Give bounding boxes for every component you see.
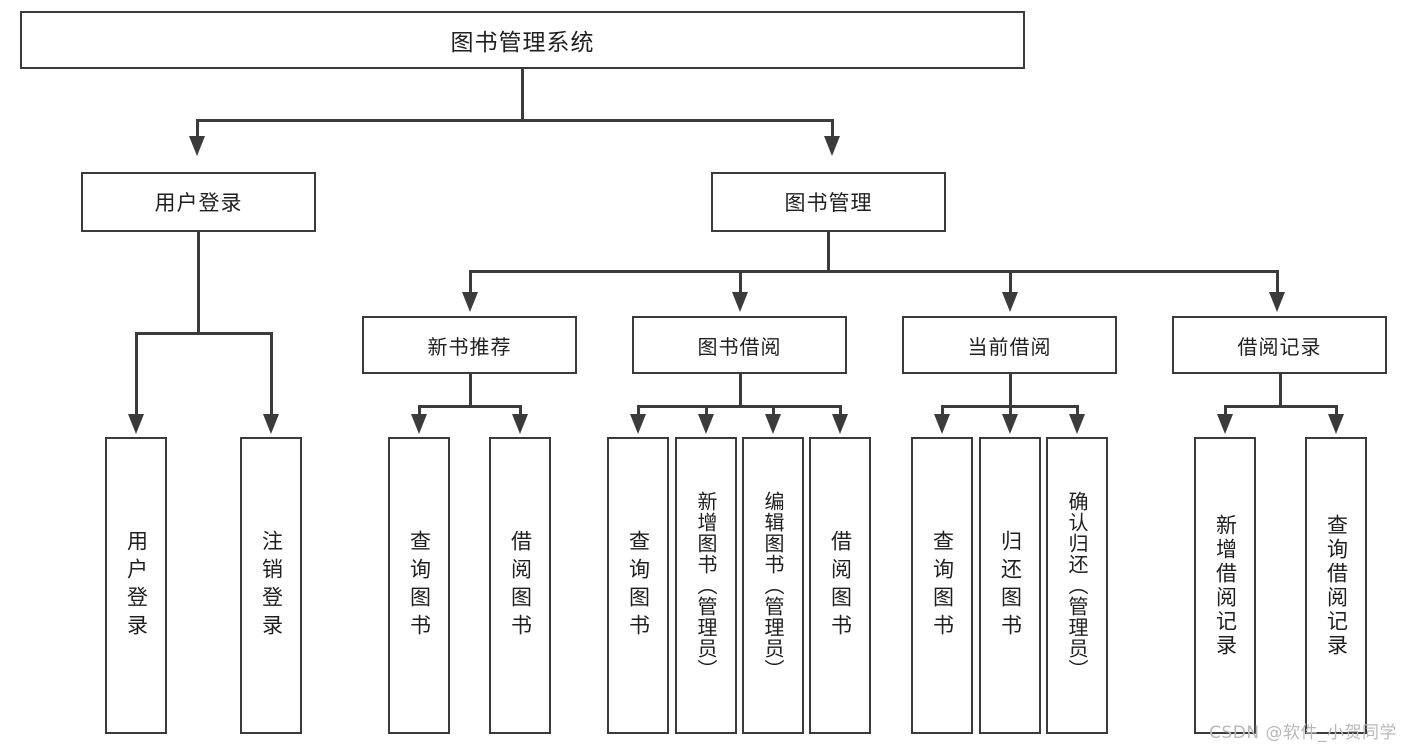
node-leaf-return-book[interactable]: 归还图书 — [979, 437, 1041, 734]
connector-user-login-stem — [197, 232, 200, 333]
connector-book-borrow-stem — [739, 374, 742, 406]
node-label: 借阅图书 — [508, 529, 533, 642]
node-label: 新增借阅记录 — [1213, 513, 1238, 658]
node-label: 用户登录 — [154, 191, 243, 215]
connector-user-login-drop-2 — [270, 332, 273, 417]
node-leaf-query-book-current[interactable]: 查询图书 — [911, 437, 973, 734]
connector-borrow-record-drop-2 — [1335, 405, 1338, 417]
connector-book-borrow-drop-1 — [637, 405, 640, 417]
node-book-borrow[interactable]: 图书借阅 — [632, 316, 847, 374]
arrowhead-to-current-borrow — [1002, 292, 1018, 312]
node-leaf-query-record[interactable]: 查询借阅记录 — [1305, 437, 1367, 734]
node-leaf-query-book-recommend[interactable]: 查询图书 — [388, 437, 450, 734]
connector-new-book-drop-2 — [519, 405, 522, 417]
node-label: 图书管理系统 — [450, 30, 595, 56]
connector-user-login-drop-1 — [135, 332, 138, 417]
connector-current-borrow-drop-1 — [941, 405, 944, 417]
node-label: 新增图书（管理员） — [694, 491, 718, 680]
node-label: 编辑图书（管理员） — [761, 491, 785, 680]
connector-book-borrow-drop-4 — [839, 405, 842, 417]
arrowhead-book-borrow-leaf-3 — [765, 414, 781, 434]
node-leaf-borrow-book-recommend[interactable]: 借阅图书 — [489, 437, 551, 734]
node-root-system[interactable]: 图书管理系统 — [20, 11, 1025, 69]
csdn-watermark: CSDN @软件_小贺同学 — [1209, 723, 1397, 743]
node-label: 新书推荐 — [427, 334, 512, 359]
connector-book-manage-bus — [469, 270, 1278, 273]
node-new-book-recommend[interactable]: 新书推荐 — [362, 316, 577, 374]
connector-book-manage-drop-4 — [1276, 270, 1279, 295]
arrowhead-current-borrow-leaf-2 — [1002, 414, 1018, 434]
node-label: 查询图书 — [930, 529, 955, 642]
connector-book-manage-drop-2 — [739, 270, 742, 295]
node-leaf-user-logout[interactable]: 注销登录 — [240, 437, 302, 734]
node-leaf-confirm-return[interactable]: 确认归还（管理员） — [1046, 437, 1108, 734]
connector-root-bus — [196, 119, 833, 122]
arrowhead-book-borrow-leaf-1 — [630, 414, 646, 434]
connector-borrow-record-stem — [1279, 374, 1282, 406]
connector-root-to-user-login — [196, 119, 199, 139]
arrowhead-root-to-book-manage — [824, 136, 840, 156]
node-leaf-add-record[interactable]: 新增借阅记录 — [1194, 437, 1256, 734]
arrowhead-new-book-leaf-2 — [512, 414, 528, 434]
connector-book-borrow-drop-2 — [705, 405, 708, 417]
node-book-manage[interactable]: 图书管理 — [711, 172, 946, 232]
arrowhead-current-borrow-leaf-1 — [934, 414, 950, 434]
connector-book-borrow-drop-3 — [772, 405, 775, 417]
node-label: 用户登录 — [124, 529, 149, 642]
connector-current-borrow-drop-3 — [1076, 405, 1079, 417]
node-leaf-borrow-book[interactable]: 借阅图书 — [809, 437, 871, 734]
arrowhead-book-borrow-leaf-4 — [832, 414, 848, 434]
connector-new-book-bus — [418, 405, 521, 408]
node-current-borrow[interactable]: 当前借阅 — [902, 316, 1117, 374]
connector-book-borrow-bus — [637, 405, 841, 408]
connector-book-manage-stem — [827, 232, 830, 271]
connector-book-manage-drop-3 — [1009, 270, 1012, 295]
arrowhead-to-book-borrow — [732, 292, 748, 312]
connector-borrow-record-drop-1 — [1224, 405, 1227, 417]
node-label: 图书借阅 — [697, 334, 782, 359]
arrowhead-to-borrow-record — [1269, 292, 1285, 312]
node-leaf-query-book-borrow[interactable]: 查询图书 — [607, 437, 669, 734]
node-label: 查询图书 — [626, 529, 651, 642]
node-borrow-record[interactable]: 借阅记录 — [1172, 316, 1387, 374]
node-leaf-edit-book[interactable]: 编辑图书（管理员） — [742, 437, 804, 734]
arrowhead-current-borrow-leaf-3 — [1069, 414, 1085, 434]
connector-new-book-stem — [469, 374, 472, 406]
node-leaf-user-login[interactable]: 用户登录 — [105, 437, 167, 734]
node-label: 查询图书 — [407, 529, 432, 642]
arrowhead-to-new-book-recommend — [462, 292, 478, 312]
arrowhead-borrow-record-leaf-2 — [1328, 414, 1344, 434]
node-label: 归还图书 — [998, 529, 1023, 642]
arrowhead-root-to-user-login — [189, 136, 205, 156]
node-leaf-add-book[interactable]: 新增图书（管理员） — [675, 437, 737, 734]
node-label: 注销登录 — [259, 529, 284, 642]
arrowhead-new-book-leaf-1 — [411, 414, 427, 434]
node-label: 借阅记录 — [1237, 334, 1322, 359]
node-label: 图书管理 — [784, 191, 873, 215]
arrowhead-user-login-leaf-2 — [263, 414, 279, 434]
connector-root-to-book-manage — [831, 119, 834, 139]
connector-borrow-record-bus — [1224, 405, 1337, 408]
arrowhead-book-borrow-leaf-2 — [698, 414, 714, 434]
connector-user-login-bus — [135, 332, 272, 335]
connector-new-book-drop-1 — [418, 405, 421, 417]
node-user-login[interactable]: 用户登录 — [81, 172, 316, 232]
node-label: 借阅图书 — [828, 529, 853, 642]
connector-book-manage-drop-1 — [469, 270, 472, 295]
node-label: 确认归还（管理员） — [1065, 491, 1089, 680]
node-label: 当前借阅 — [967, 334, 1052, 359]
arrowhead-borrow-record-leaf-1 — [1217, 414, 1233, 434]
node-label: 查询借阅记录 — [1324, 513, 1349, 658]
arrowhead-user-login-leaf-1 — [128, 414, 144, 434]
connector-root-stem — [521, 69, 524, 120]
connector-current-borrow-stem — [1009, 374, 1012, 406]
connector-current-borrow-drop-2 — [1009, 405, 1012, 417]
